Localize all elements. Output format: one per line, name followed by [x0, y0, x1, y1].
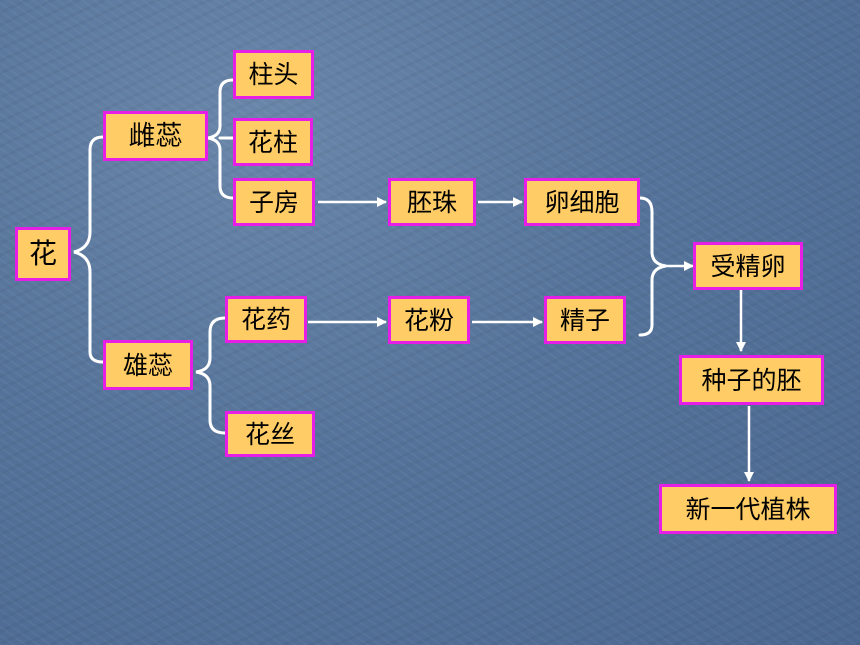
- node-style: 花柱: [233, 118, 313, 166]
- node-seed-embryo: 种子的胚: [679, 355, 824, 405]
- fertilization-brace: [638, 196, 667, 337]
- node-stigma: 柱头: [233, 50, 314, 99]
- node-sperm: 精子: [544, 296, 626, 344]
- node-new-plant: 新一代植株: [659, 484, 837, 534]
- node-ovule: 胚珠: [388, 178, 476, 226]
- node-egg-cell: 卵细胞: [524, 178, 640, 226]
- node-stamen: 雄蕊: [103, 340, 193, 390]
- pistil-brace: [207, 78, 235, 200]
- node-zygote: 受精卵: [693, 242, 803, 290]
- node-pollen: 花粉: [388, 296, 470, 344]
- node-filament: 花丝: [225, 411, 315, 457]
- node-anther: 花药: [225, 296, 307, 343]
- node-flower: 花: [15, 227, 71, 281]
- flower-brace: [73, 135, 105, 364]
- stamen-brace: [195, 316, 227, 435]
- node-ovary: 子房: [233, 178, 315, 226]
- node-pistil: 雌蕊: [103, 111, 208, 161]
